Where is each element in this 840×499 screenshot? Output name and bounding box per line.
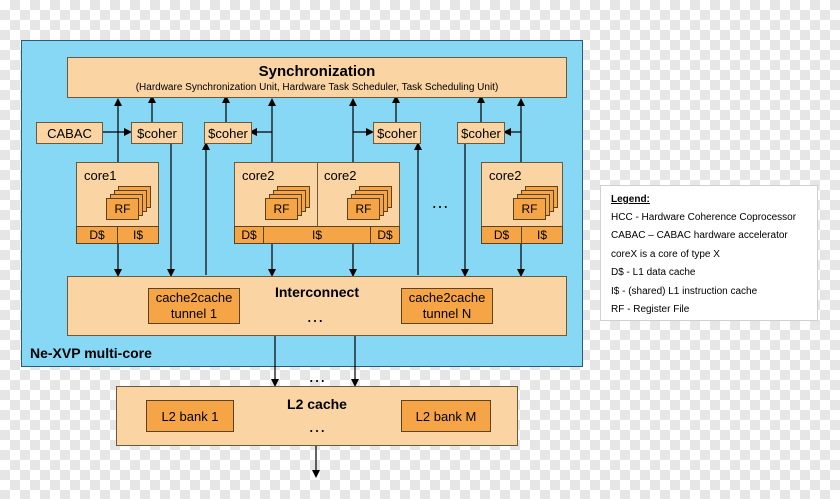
legend-item-rf: RF - Register File xyxy=(611,304,690,315)
interconnect-title: Interconnect xyxy=(274,284,359,300)
l2-bank-1: L2 bank 1 xyxy=(146,400,234,432)
dcache-4: D$ xyxy=(481,226,522,244)
legend-item-cabac: CABAC – CABAC hardware accelerator xyxy=(611,230,788,241)
tunnel-n-line1: cache2cache xyxy=(408,290,486,305)
l2-link-ellipsis: … xyxy=(308,366,326,386)
l2-banks-ellipsis: … xyxy=(308,416,326,436)
icache-shared: I$ xyxy=(263,226,371,244)
register-file-4: RF xyxy=(513,198,546,220)
core-label-3: core2 xyxy=(324,168,357,183)
dcache-3: D$ xyxy=(370,226,400,244)
icache-4: I$ xyxy=(521,226,563,244)
tunnel-1-line1: cache2cache xyxy=(155,290,233,305)
register-file-3: RF xyxy=(347,198,380,220)
tunnel-n-line2: tunnel N xyxy=(422,306,472,321)
cabac-box: CABAC xyxy=(36,122,103,144)
register-file-2: RF xyxy=(265,198,298,220)
core-label-2: core2 xyxy=(242,168,275,183)
dcache-2: D$ xyxy=(234,226,264,244)
tunnel-n-box xyxy=(401,288,493,324)
synchronization-box xyxy=(67,57,567,98)
core-label-4: core2 xyxy=(489,168,522,183)
scoher-box-4: $coher xyxy=(457,122,505,144)
legend-box: Legend: HCC - Hardware Coherence Coproce… xyxy=(600,185,818,321)
dcache-1: D$ xyxy=(76,226,118,244)
legend-title: Legend: xyxy=(611,194,650,205)
scoher-box-3: $coher xyxy=(373,122,421,144)
multicore-label: Ne-XVP multi-core xyxy=(30,345,152,361)
l2-cache-title: L2 cache xyxy=(287,396,347,412)
l2-bank-m: L2 bank M xyxy=(401,400,491,432)
core-label-1: core1 xyxy=(84,168,117,183)
scoher-box-2: $coher xyxy=(204,122,252,144)
icache-1: I$ xyxy=(117,226,159,244)
synchronization-title: Synchronization xyxy=(258,63,376,80)
legend-item-hcc: HCC - Hardware Coherence Coprocessor xyxy=(611,212,797,223)
interconnect-ellipsis: … xyxy=(306,306,324,326)
legend-item-icache: I$ - (shared) L1 instruction cache xyxy=(611,286,758,297)
legend-item-corex: coreX is a core of type X xyxy=(611,249,720,260)
tunnel-1-box xyxy=(148,288,240,324)
legend-item-dcache: D$ - L1 data cache xyxy=(611,267,696,278)
cores-ellipsis: … xyxy=(431,192,449,212)
tunnel-1-line2: tunnel 1 xyxy=(170,306,218,321)
register-file-1: RF xyxy=(106,198,139,220)
synchronization-subtitle: (Hardware Synchronization Unit, Hardware… xyxy=(135,82,499,93)
scoher-box-1: $coher xyxy=(131,122,183,144)
